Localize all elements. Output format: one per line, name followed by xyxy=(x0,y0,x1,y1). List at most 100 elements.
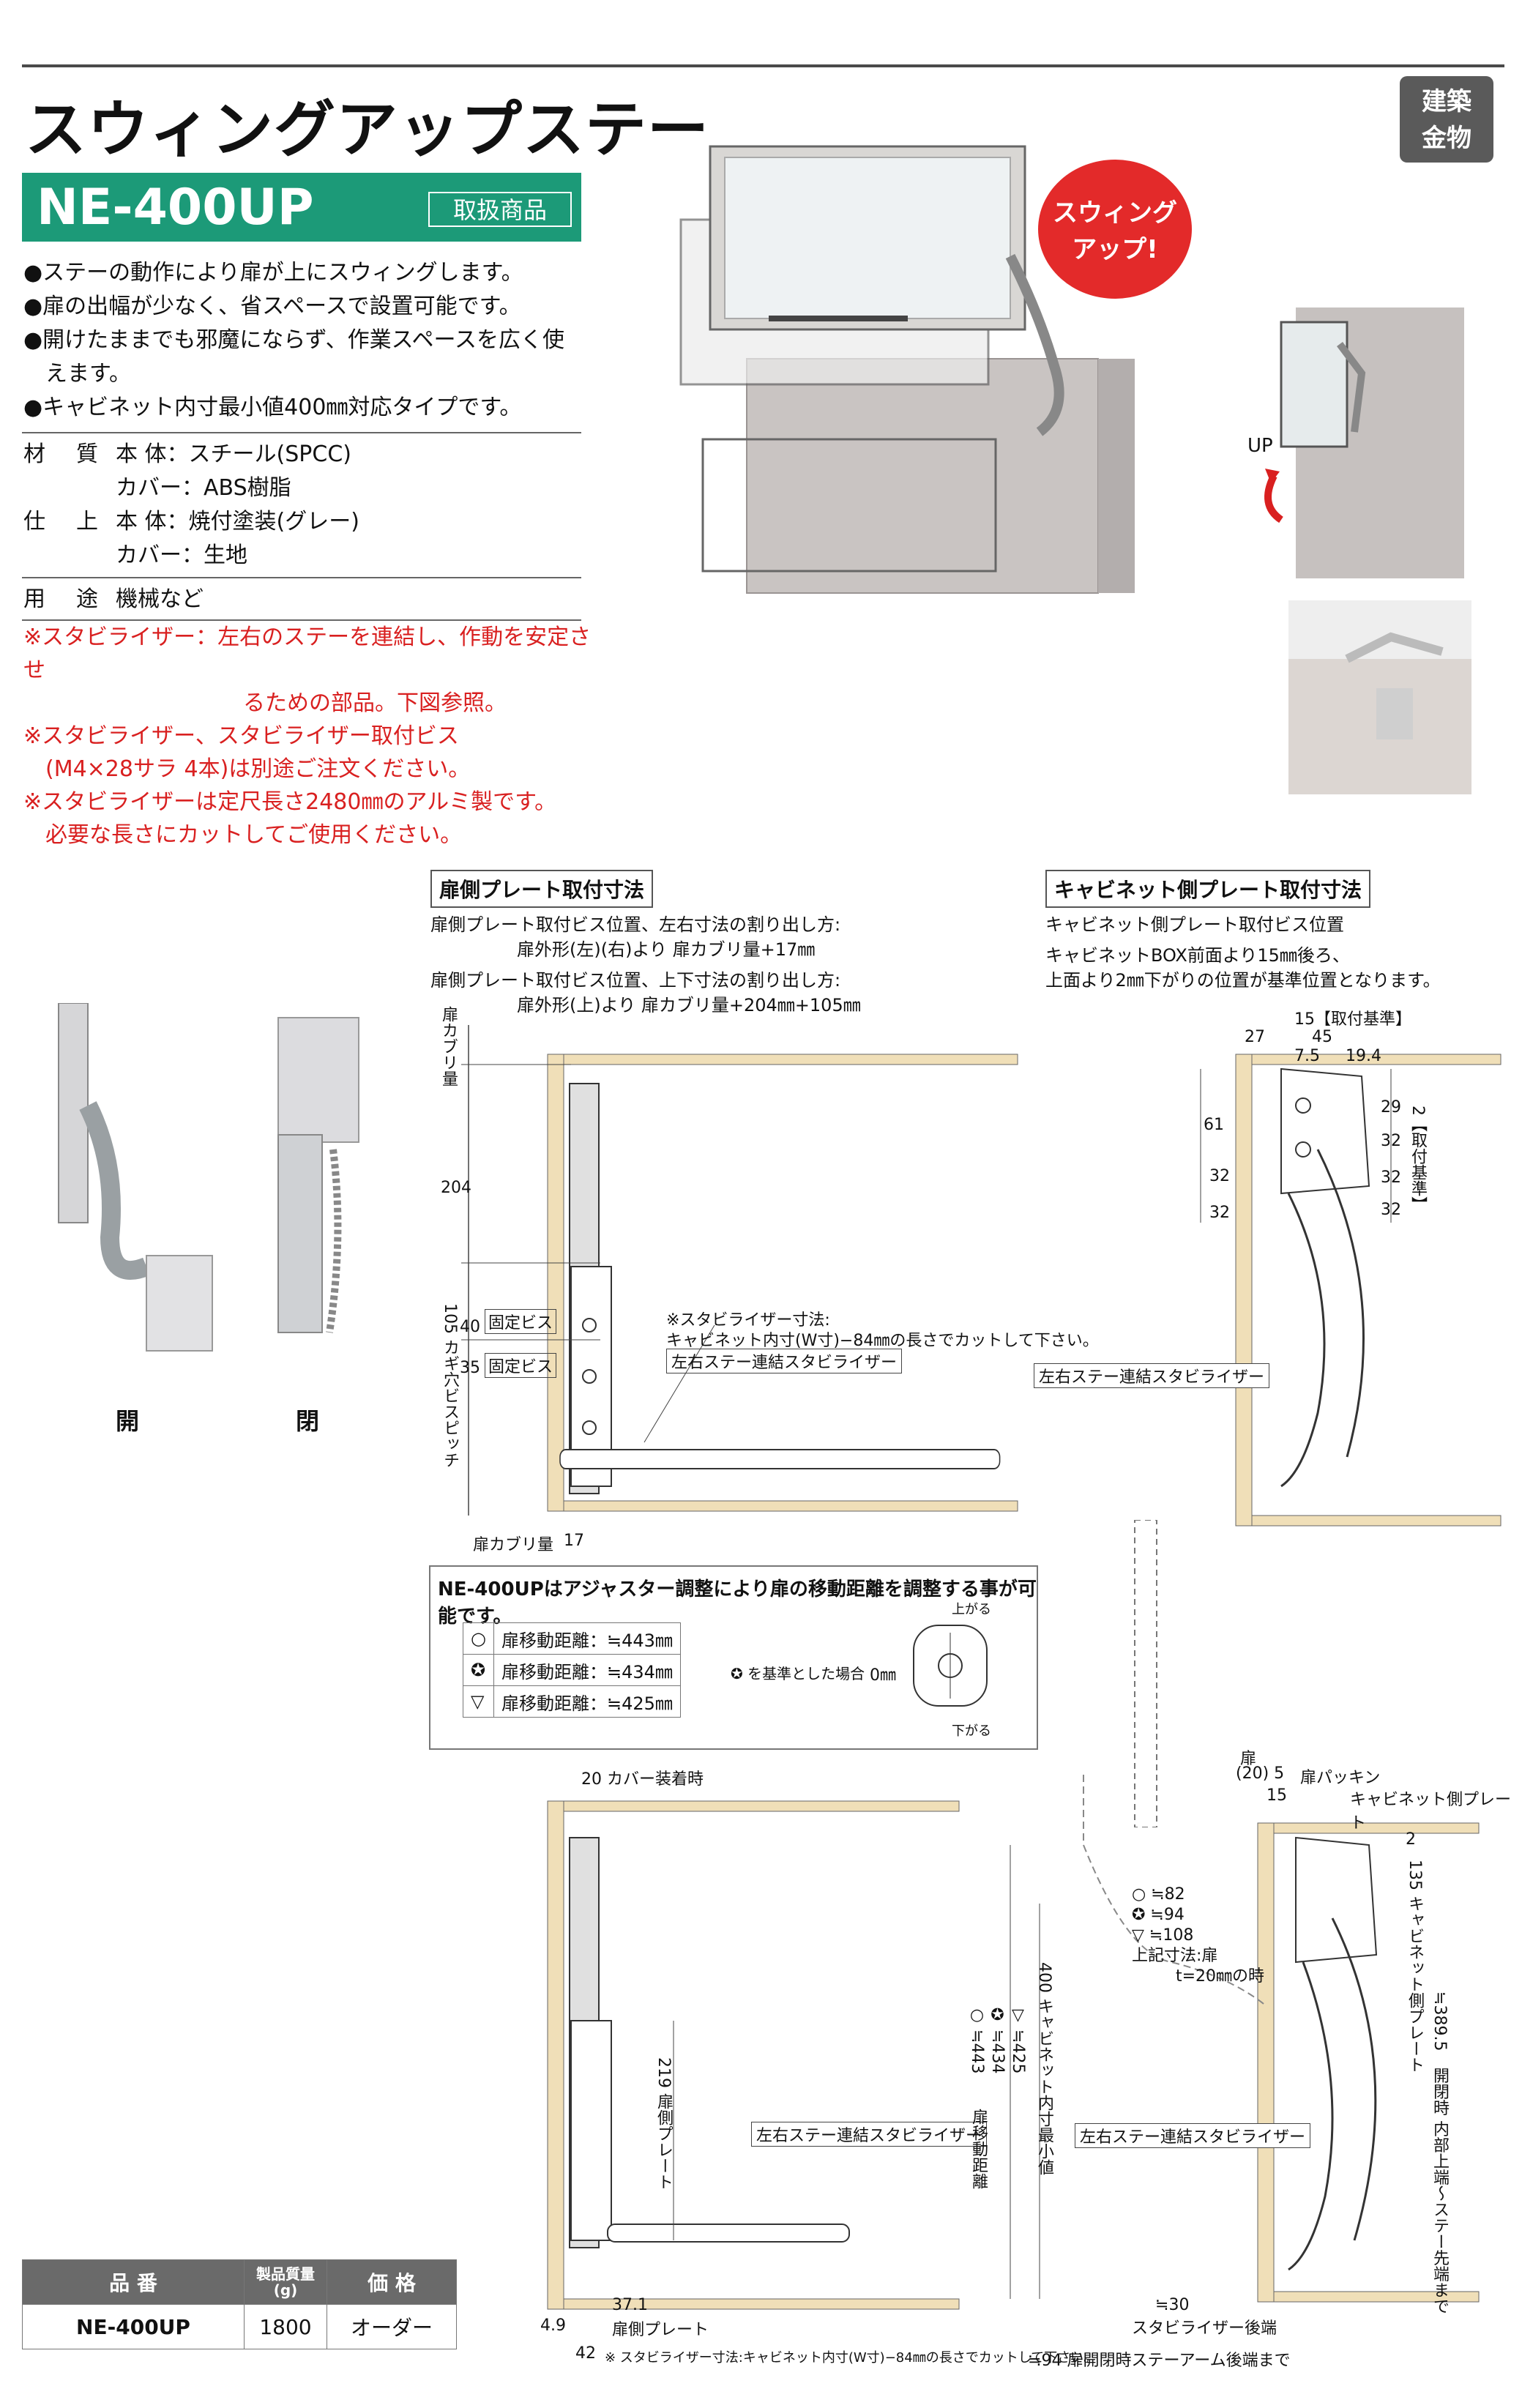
header-part-no: 品 番 xyxy=(22,2259,245,2305)
top-rule xyxy=(22,64,1504,67)
adjuster-table: ○扉移動距離：≒443㎜ ✪扉移動距離：≒434㎜ ▽扉移動距離：≒425㎜ xyxy=(463,1622,681,1718)
divider xyxy=(22,619,581,621)
dim-overlay-top: 扉カブリ量 xyxy=(439,1006,458,1086)
desc-line: 上面より2㎜下がりの位置が基準位置となります。 xyxy=(1045,970,1441,991)
adjuster-row: ▽扉移動距離：≒425㎜ xyxy=(463,1685,681,1718)
spec-label-use: 用 途 xyxy=(23,586,102,612)
dim-32b: 32 xyxy=(1209,1204,1230,1222)
stabilizer-rear-label: スタビライザー後端 xyxy=(1132,2319,1277,2338)
dim-219: 219 扉側プレート xyxy=(654,2057,673,2190)
adjuster-row: ○扉移動距離：≒443㎜ xyxy=(463,1622,681,1655)
stabilizer-label: 左右ステー連結スタビライザー xyxy=(666,1349,903,1373)
legend-note: t=20㎜の時 xyxy=(1176,1967,1265,1986)
model-bar xyxy=(22,173,581,242)
symbol-triangle: ▽ xyxy=(463,1685,494,1718)
spec-material-body: 本 体：スチール(SPCC) xyxy=(116,441,351,467)
divider xyxy=(22,432,581,433)
stabilizer-note: ※スタビライザー寸法: キャビネット内寸(W寸)−84㎜の長さでカットして下さい… xyxy=(666,1311,1099,1352)
price-row: NE-400UP 1800 オーダー xyxy=(22,2304,457,2349)
cabinet-plate-drawing xyxy=(1200,1054,1502,1527)
dim-20-5: (20) 5 xyxy=(1236,1764,1285,1783)
page-title: スウィングアップステー xyxy=(25,94,710,165)
travel-label: 扉移動距離：≒434㎜ xyxy=(493,1654,681,1686)
legend-note: 上記寸法:扉 xyxy=(1132,1947,1218,1965)
note-line: るための部品。下図参照。 xyxy=(23,690,507,716)
hero-illustration xyxy=(679,145,1471,794)
dial-up-label: 上がる xyxy=(952,1602,991,1617)
zero-label: 0㎜ xyxy=(870,1666,896,1685)
adjuster-dial xyxy=(913,1625,988,1707)
dim-135: 135 キャビネット側プレート xyxy=(1406,1860,1424,2073)
dim-30: ≒30 xyxy=(1155,2296,1190,2314)
spec-label-material: 材 質 xyxy=(23,441,102,467)
dim-35: 35 xyxy=(460,1359,480,1377)
inner-min-label: 400 キャビネット内寸最小値 xyxy=(1035,1962,1053,2175)
ghost-door xyxy=(1134,1520,1157,1827)
stabilizer-label: 左右ステー連結スタビライザー xyxy=(751,2122,988,2147)
feature-item: ●キャビネット内寸最小値400㎜対応タイプです。 xyxy=(23,395,522,420)
dim-32d: 32 xyxy=(1381,1168,1401,1187)
dim-32a: 32 xyxy=(1209,1167,1230,1185)
note-line: ※スタビライザー：左右のステーを連結し、作動を安定させ xyxy=(23,625,592,683)
legend-94: ✪ ≒94 xyxy=(1132,1906,1185,1924)
fixed-screw-1: 固定ビス xyxy=(485,1309,557,1334)
dim-ref2: 2【取付基準】 xyxy=(1409,1106,1427,1212)
feature-list: ●ステーの動作により扉が上にスウィングします。 ●扉の出幅が少なく、省スペースで… xyxy=(23,256,580,425)
dim-94: ≒94 扉開閉時ステーアーム後端まで xyxy=(1028,2352,1291,2370)
price-table: 品 番 製品質量 (g) 価 格 NE-400UP 1800 オーダー xyxy=(22,2259,457,2349)
travel-label: 扉移動距離 xyxy=(969,2109,988,2189)
spec-use-value: 機械など xyxy=(116,586,204,612)
feature-item: ●開けたままでも邪魔にならず、作業スペースを広く使 xyxy=(23,327,564,353)
cell-part-no: NE-400UP xyxy=(22,2304,245,2349)
dim-4-9: 4.9 xyxy=(540,2316,566,2335)
travel-label: 扉移動距離：≒425㎜ xyxy=(493,1685,681,1718)
category-line-2: 金物 xyxy=(1422,124,1471,153)
side-view-drawing xyxy=(547,1772,1480,2310)
dim-2: 2 xyxy=(1406,1830,1416,1849)
desc-line: 扉側プレート取付ビス位置、上下寸法の割り出し方: xyxy=(430,970,841,991)
travel-label: 扉移動距離：≒443㎜ xyxy=(493,1622,681,1655)
cell-weight: 1800 xyxy=(244,2304,327,2349)
divider xyxy=(22,577,581,578)
stab-note-line: キャビネット内寸(W寸)−84㎜の長さでカットして下さい。 xyxy=(666,1332,1099,1350)
model-name: NE-400UP xyxy=(37,179,314,236)
dim-ref15: 15【取付基準】 xyxy=(1294,1010,1411,1029)
dim-door-plate: 扉側プレート xyxy=(612,2321,709,2339)
symbol-star: ✪ xyxy=(463,1654,494,1686)
dial-down-label: 下がる xyxy=(952,1723,991,1739)
cabinet-plate-desc: キャビネット側プレート取付ビス位置 キャビネットBOX前面より15㎜後ろ、 上面… xyxy=(1045,912,1441,993)
door-plate-heading: 扉側プレート取付寸法 xyxy=(430,870,654,908)
category-line-1: 建築 xyxy=(1422,87,1471,116)
notes: ※スタビライザー：左右のステーを連結し、作動を安定させ るための部品。下図参照。… xyxy=(23,621,594,851)
cabinet-plate-label: キャビネット側プレート xyxy=(1350,1791,1512,1833)
door-label: 扉 xyxy=(1240,1750,1257,1768)
open-label: 開 xyxy=(116,1407,140,1435)
spec-use: 用 途機械など xyxy=(23,583,580,616)
dim-42: 42 xyxy=(575,2344,596,2363)
product-photos xyxy=(58,1003,359,1352)
fixed-screw-2: 固定ビス xyxy=(485,1353,557,1378)
note-line: (M4×28サラ 4本)は別途ご注文ください。 xyxy=(23,756,471,782)
header-weight: 製品質量 (g) xyxy=(244,2259,327,2305)
feature-item: ●扉の出幅が少なく、省スペースで設置可能です。 xyxy=(23,294,521,319)
dim-40: 40 xyxy=(460,1318,480,1336)
spec-finish-cover: カバー：生地 xyxy=(116,543,247,568)
dim-389: ≒389.5 開閉時 内部上端〜ステー先端まで xyxy=(1430,1991,1449,2314)
desc-line: 扉外形(左)(右)より 扉カブリ量+17㎜ xyxy=(517,939,816,960)
dim-pitch: 105 カギ穴ビスピッチ xyxy=(441,1303,459,1468)
base-note: ✪ を基準とした場合 xyxy=(731,1665,865,1682)
dim-overlay-bottom: 扉カブリ量 xyxy=(473,1536,554,1554)
dim-37-1: 37.1 xyxy=(612,2296,648,2314)
price-header-row: 品 番 製品質量 (g) 価 格 xyxy=(22,2259,457,2305)
dim-204: 204 xyxy=(441,1179,471,1197)
door-packing-label: 扉パッキン xyxy=(1300,1769,1381,1787)
dim-32c: 32 xyxy=(1381,1132,1401,1150)
legend: ○ ≒82 ✪ ≒94 ▽ ≒108 上記寸法:扉 t=20㎜の時 xyxy=(1132,1885,1264,1987)
dim-19-4: 19.4 xyxy=(1346,1047,1381,1065)
desc-line: キャビネットBOX前面より15㎜後ろ、 xyxy=(1045,945,1350,966)
legend-108: ▽ ≒108 xyxy=(1132,1926,1194,1945)
dim-7-5: 7.5 xyxy=(1294,1047,1320,1065)
desc-line: キャビネット側プレート取付ビス位置 xyxy=(1045,914,1344,935)
stab-note-line: ※スタビライザー寸法: xyxy=(666,1311,830,1330)
bubble-line-2: アップ! xyxy=(1072,235,1158,264)
